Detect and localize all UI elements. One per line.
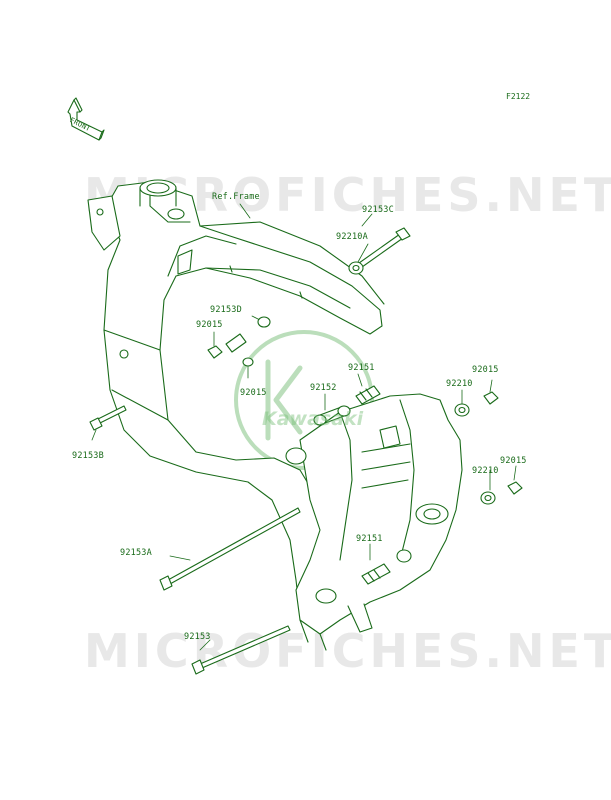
kawasaki-logo-text: Kawasaki [262,408,364,430]
callout-92015-a[interactable]: 92015 [196,320,223,330]
callout-92153A[interactable]: 92153A [120,548,152,558]
callout-ref-frame[interactable]: Ref.Frame [212,192,260,202]
frame-upper-tube [199,221,385,309]
part-92210A-nut [348,261,364,275]
callout-92015-b[interactable]: 92015 [240,388,267,398]
part-92210-nut-a [454,403,470,417]
watermark-bottom: MICROFICHES.NET [84,624,611,678]
part-92210-nut-b [480,491,496,505]
part-92015-nut-d [507,481,523,495]
callout-92153[interactable]: 92153 [184,632,211,642]
leader-lines [91,203,517,651]
callout-92210A[interactable]: 92210A [336,232,368,242]
part-92015-nut-c [483,391,499,405]
kawasaki-logo-watermark [234,330,374,470]
callout-92153C[interactable]: 92153C [362,205,394,215]
frame-pivot-section [285,393,463,651]
part-92015-nut-a [207,345,223,359]
callout-92153D[interactable]: 92153D [210,305,242,315]
part-92151-spacer-a [355,385,381,405]
callout-92151-b[interactable]: 92151 [356,534,383,544]
part-92153-long-bolt [191,625,291,675]
callout-92015-c[interactable]: 92015 [472,365,499,375]
front-arrow-icon [67,97,105,141]
part-92015-nut-b [242,357,254,367]
callout-92153B[interactable]: 92153B [72,451,104,461]
figure-code: F2122 [506,92,531,101]
callout-92210-b[interactable]: 92210 [472,466,499,476]
callout-92015-d[interactable]: 92015 [500,456,527,466]
part-92153A-long-bolt [159,507,301,591]
part-92151-spacer-b [361,549,412,585]
callout-92151-a[interactable]: 92151 [348,363,375,373]
callout-92210-a[interactable]: 92210 [446,379,473,389]
callout-92152[interactable]: 92152 [310,383,337,393]
part-92152-collar [313,405,351,426]
frame-left-spar [103,181,383,626]
part-92153B-bolt [89,405,127,431]
part-92153D-spacer [225,316,271,353]
steering-head [139,179,185,220]
frame-gusset [87,195,193,359]
